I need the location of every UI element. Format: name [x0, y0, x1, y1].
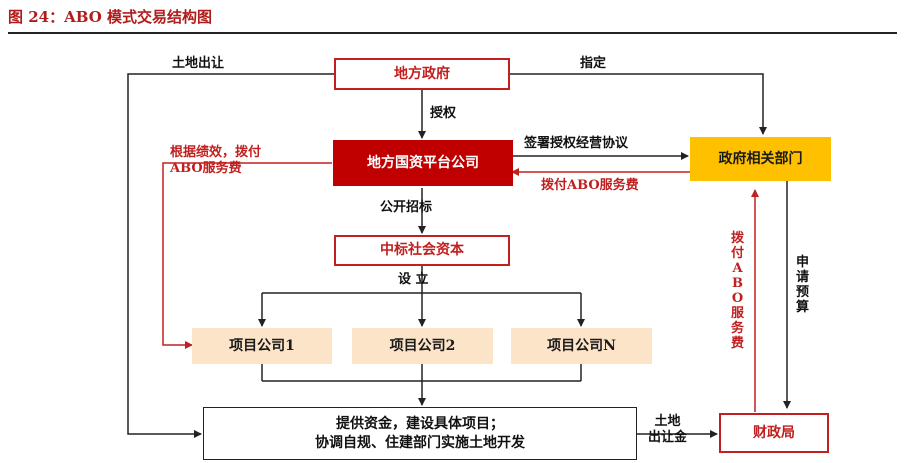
label-authorize: 授权 — [430, 106, 457, 121]
node-funding-construction: 提供资金，建设具体项目； 协调自规、住建部门实施土地开发 — [203, 407, 637, 460]
edge-designate — [510, 73, 767, 135]
label-pay-by-performance-line2: ABO服务费 — [170, 161, 242, 177]
funding-line-1: 提供资金，建设具体项目； — [336, 415, 504, 432]
node-platform-company: 地方国资平台公司 — [333, 140, 513, 186]
node-project-company-n: 项目公司N — [511, 328, 652, 364]
label-public-tender: 公开招标 — [380, 200, 433, 215]
node-social-capital: 中标社会资本 — [334, 235, 510, 266]
label-land-transfer: 土地出让 — [172, 56, 225, 71]
figure-title: 图 24：ABO 模式交易结构图 — [8, 8, 212, 26]
node-project-company-2: 项目公司2 — [352, 328, 493, 364]
label-land-transfer-fee-line2: 出让金 — [648, 430, 688, 446]
node-local-government: 地方政府 — [334, 58, 510, 90]
node-finance-bureau: 财政局 — [719, 413, 829, 453]
label-pay-by-performance-line1: 根据绩效，拨付 — [170, 145, 262, 160]
label-sign-agreement: 签署授权经营协议 — [524, 136, 629, 151]
node-project-company-1: 项目公司1 — [192, 328, 332, 364]
label-apply-budget: 申请预算 — [795, 255, 809, 315]
title-rule — [8, 32, 897, 34]
node-gov-department: 政府相关部门 — [690, 137, 831, 181]
label-land-transfer-fee: 土地 出让金 — [648, 414, 687, 447]
label-pay-by-performance: 根据绩效，拨付 ABO服务费 — [170, 145, 261, 178]
funding-line-2: 协调自规、住建部门实施土地开发 — [315, 434, 525, 451]
label-land-transfer-fee-line1: 土地 — [654, 414, 681, 429]
label-pay-abo-vertical: 拨付ABO服务费 — [730, 231, 744, 351]
edge-pay-performance — [162, 162, 332, 349]
label-pay-abo-horizontal: 拨付ABO服务费 — [541, 178, 639, 193]
label-designate: 指定 — [580, 56, 607, 71]
label-establish: 设 立 — [398, 272, 429, 287]
edge-land-transfer — [127, 73, 334, 438]
